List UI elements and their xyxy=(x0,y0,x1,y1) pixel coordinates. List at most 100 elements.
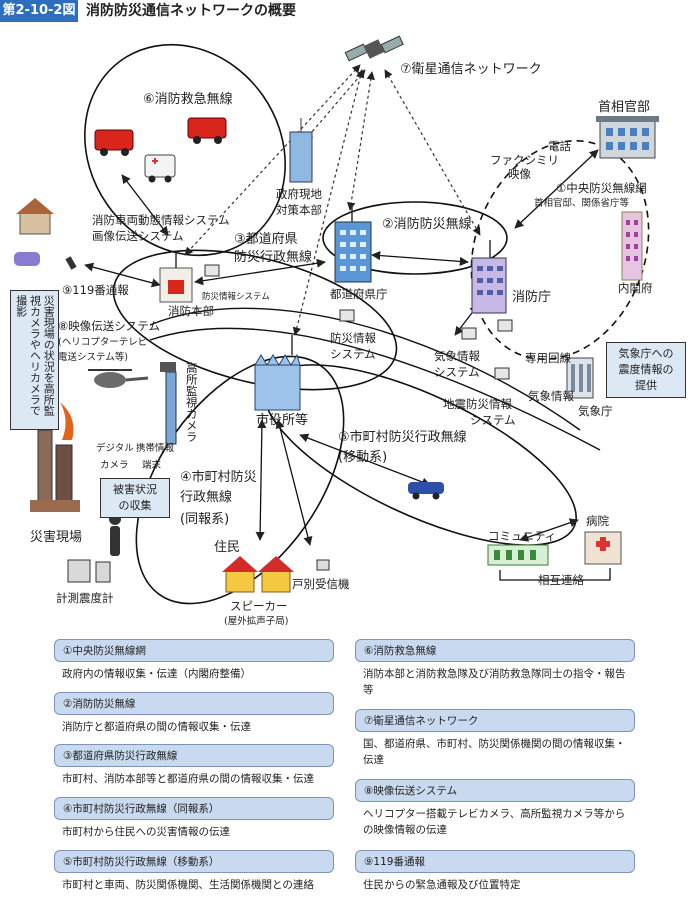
quake-info-system-label-1: 地震防災情報 xyxy=(443,397,512,411)
muni-mobile-label-2: (移動系) xyxy=(338,450,388,465)
city-hall-building-icon xyxy=(254,335,301,411)
arrow-city-vehicle xyxy=(299,433,431,487)
gov-hq-label-1: 政府現地 xyxy=(276,187,322,201)
house-icon-2 xyxy=(258,556,294,593)
disaster-info-system-label-1: 防災情報 xyxy=(330,331,376,345)
legend-item-body: 国、都道府県、市町村、防災関係機関の間の情報収集・伝達 xyxy=(363,738,626,767)
legend-item-body: 政府内の情報収集・伝達（内閣府整備） xyxy=(62,668,251,680)
fdma-wireless-label: ②消防防災無線 xyxy=(382,217,472,232)
legend-item-title: ②消防防災無線 xyxy=(54,692,334,715)
comm-mode-phone: 電話 xyxy=(548,139,571,153)
fire-hq-label: 消防本部 xyxy=(168,304,214,318)
jma-label: 気象庁 xyxy=(578,404,613,418)
device-label-digital: デジタル xyxy=(96,443,134,454)
vehicle-icon xyxy=(408,482,444,500)
legend-item: ④市町村防災行政無線（同報系） 市町村から住民への災害情報の伝達 xyxy=(54,797,334,844)
legend-item-title: ⑥消防救急無線 xyxy=(355,639,635,662)
central-wireless-label: ①中央防災無線網 xyxy=(556,181,647,195)
legend-item-title: ③都道府県防災行政無線 xyxy=(54,744,334,767)
satellite-icon xyxy=(344,35,404,62)
kantei-building-icon xyxy=(596,116,659,159)
ambulance-icon xyxy=(144,154,176,183)
arrow-fire-pref xyxy=(194,258,326,286)
muni-broadcast-label-3: (同報系) xyxy=(180,512,230,527)
damage-collection-box: 被害状況 の収集 xyxy=(100,478,170,518)
met-info-system-label-1: 気象情報 xyxy=(434,349,480,363)
legend-item: ⑧映像伝送システム ヘリコプター搭載テレビカメラ、高所監視カメラ等からの映像情報… xyxy=(355,779,635,843)
satellite-network-label: ⑦衛星通信ネットワーク xyxy=(400,62,542,77)
legend-item: ②消防防災無線 消防庁と都道府県の間の情報収集・伝達 xyxy=(54,692,334,739)
fdma-building-icon xyxy=(471,240,507,314)
arrow-119 xyxy=(84,262,161,288)
call-119-label: ⑨119番通報 xyxy=(62,283,129,297)
mutual-contact-label: 相互連絡 xyxy=(538,573,584,587)
pref-wireless-label-1: ③都道府県 xyxy=(234,232,298,247)
legend-item-title: ④市町村防災行政無線（同報系） xyxy=(54,797,334,820)
car-icon xyxy=(14,252,40,266)
person-icon xyxy=(109,513,121,556)
central-wireless-sub: 首相官邸、関係省庁等 xyxy=(534,198,630,209)
legend-item-title: ⑦衛星通信ネットワーク xyxy=(355,709,635,732)
arrow-fire-trucks xyxy=(121,174,169,236)
household-receiver-label: 戸別受信機 xyxy=(292,577,350,591)
legend-item-title: ⑨119番通報 xyxy=(355,850,635,873)
pref-office-building-icon xyxy=(334,205,372,283)
vehicle-info-label-1: 消防車両動態情報システム xyxy=(92,213,230,227)
legend-item-title: ⑤市町村防災行政無線（移動系） xyxy=(54,850,334,873)
helicopter-icon xyxy=(88,369,149,388)
computer-monitor-icon xyxy=(204,264,513,380)
mutual-contact-line xyxy=(499,568,611,581)
community-label: コミュニティ xyxy=(488,529,557,543)
disaster-site-icon xyxy=(30,402,80,512)
community-building-icon xyxy=(487,544,549,566)
comm-mode-video: 映像 xyxy=(508,167,531,181)
sat-link-pref xyxy=(347,71,375,211)
cabinet-office-building-icon xyxy=(621,211,643,281)
legend-item-body: 消防本部と消防救急隊及び消防救急隊同士の指令・報告等 xyxy=(363,668,626,697)
disaster-site-label: 災害現場 xyxy=(30,530,83,545)
legend-item-title: ⑧映像伝送システム xyxy=(355,779,635,802)
house-icon xyxy=(222,556,258,593)
arrow-city-residents xyxy=(255,419,267,541)
fdma-label: 消防庁 xyxy=(512,290,552,305)
jma-note-line: 震度情報の xyxy=(618,362,674,376)
legend-item: ③都道府県防災行政無線 市町村、消防本部等と都道府県の間の情報収集・伝達 xyxy=(54,744,334,791)
legend-item: ⑨119番通報 住民からの緊急通報及び位置特定 xyxy=(355,850,635,897)
vehicle-info-label-2: 画像伝送システム xyxy=(92,229,184,243)
jma-building-icon xyxy=(566,357,594,399)
legend-item: ①中央防災無線網 政府内の情報収集・伝達（内閣府整備） xyxy=(54,639,334,686)
muni-mobile-label-1: ⑤市町村防災行政無線 xyxy=(338,430,467,445)
figure-title: 消防防災通信ネットワークの概要 xyxy=(86,3,296,19)
cabinet-office-label: 内閣府 xyxy=(618,281,653,295)
arrow-city-receiver xyxy=(275,419,313,546)
fire-info-system-label: 防災情報システム xyxy=(202,292,270,302)
legend-item: ⑤市町村防災行政無線（移動系） 市町村と車両、防災関係機関、生活関係機関との連絡 xyxy=(54,850,334,897)
city-hall-label: 市役所等 xyxy=(256,413,309,428)
legend-item: ⑥消防救急無線 消防本部と消防救急隊及び消防救急隊同士の指令・報告等 xyxy=(355,639,635,703)
speaker-label-2: (屋外拡声子局) xyxy=(224,616,289,627)
mobile-phone-icon xyxy=(65,256,77,270)
gov-hq-building-icon xyxy=(289,118,313,183)
video-line-2 xyxy=(149,327,601,451)
jma-note-line: 気象庁への xyxy=(618,347,674,360)
legend-item-body: ヘリコプター搭載テレビカメラ、高所監視カメラ等からの映像情報の伝達 xyxy=(363,808,626,837)
legend-item-title: ①中央防災無線網 xyxy=(54,639,334,662)
legend-item-body: 住民からの緊急通報及び位置特定 xyxy=(363,879,521,891)
arrow-fdma-kantei xyxy=(514,149,599,229)
figure-label: 第2-10-2図 xyxy=(0,0,78,22)
legend-item: ⑦衛星通信ネットワーク 国、都道府県、市町村、防災関係機関の間の情報収集・伝達 xyxy=(355,709,635,773)
dedicated-line-label: 専用回線 xyxy=(525,351,571,365)
muni-broadcast-label-1: ④市町村防災 xyxy=(180,470,257,485)
camera-pole-icon xyxy=(160,362,177,445)
met-info-system-label-2: システム xyxy=(434,365,480,379)
gov-hq-label-2: 対策本部 xyxy=(276,203,322,217)
residents-label: 住民 xyxy=(214,540,241,555)
fire-truck-icon-2 xyxy=(187,117,227,144)
pref-office-label: 都道府県庁 xyxy=(330,287,388,301)
arrow-pref-fdma xyxy=(371,251,469,266)
hospital-label: 病院 xyxy=(586,514,609,528)
seismometer-label: 計測震度計 xyxy=(56,591,114,605)
sat-link-fdma xyxy=(384,69,481,236)
kantei-label: 首相官部 xyxy=(598,100,651,115)
fire-truck-icon xyxy=(94,129,134,156)
